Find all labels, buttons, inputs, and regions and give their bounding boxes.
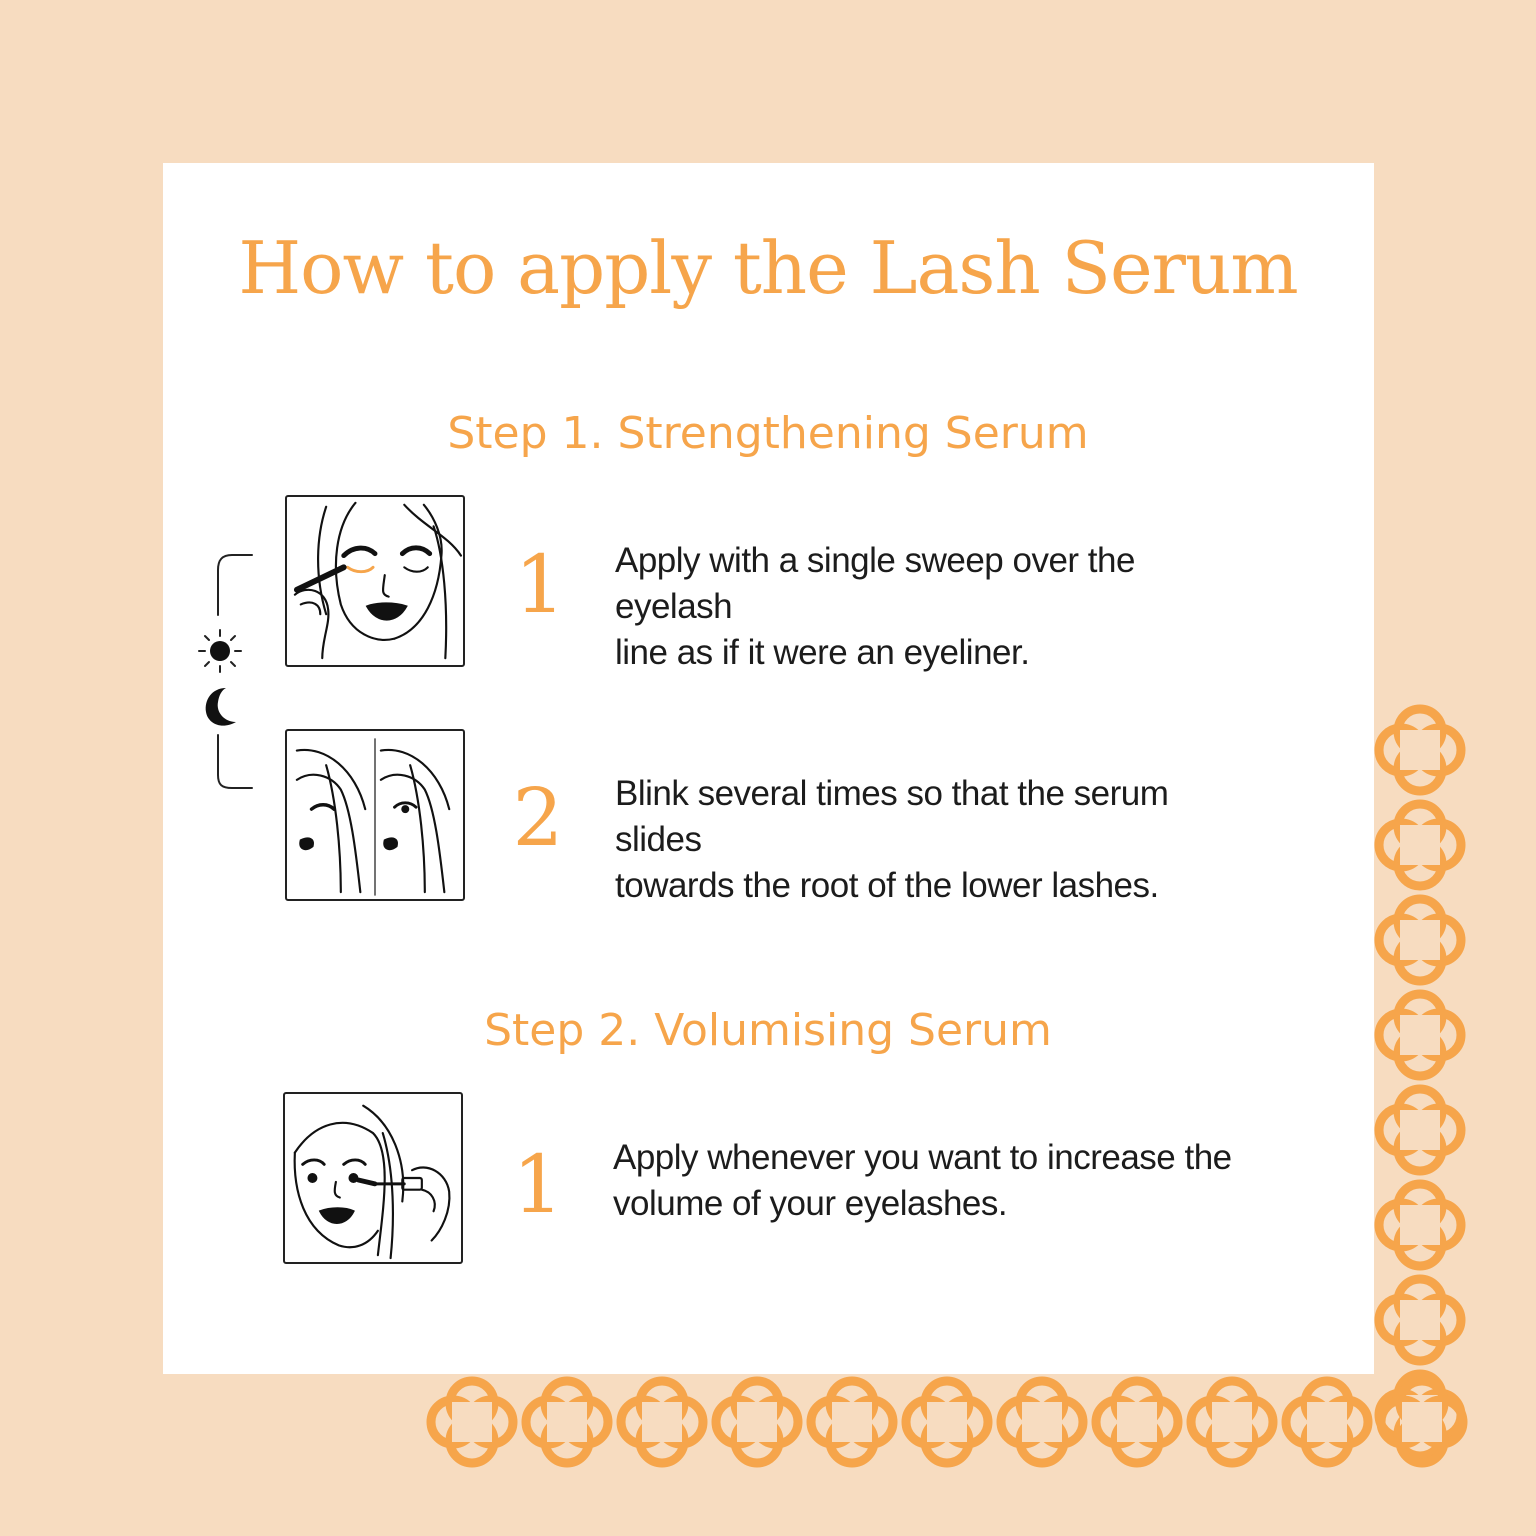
moon-icon (205, 688, 236, 726)
step-1-item-1-text: Apply with a single sweep over the eyela… (615, 541, 1135, 672)
sun-icon (198, 629, 242, 673)
quatrefoil-shape (616, 1376, 708, 1468)
quatrefoil-shape (1374, 799, 1466, 891)
quatrefoil-shape (901, 1376, 993, 1468)
quatrefoil-shape (1374, 894, 1466, 986)
quatrefoil-shape (1186, 1376, 1278, 1468)
step-1-item-2-text: Blink several times so that the serum sl… (615, 774, 1169, 905)
step-2-item-1-text: Apply whenever you want to increase the … (613, 1138, 1232, 1223)
step-1-heading: Step 1. Strengthening Serum (447, 408, 1089, 459)
quatrefoil-shape (1374, 1084, 1466, 1176)
blinking-illustration (285, 729, 465, 901)
step-1-item-1-number: 1 (514, 538, 566, 631)
quatrefoil-shape (1374, 1274, 1466, 1366)
quatrefoil-shape (711, 1376, 803, 1468)
quatrefoil-shape (1374, 704, 1466, 796)
day-night-bracket (198, 554, 253, 789)
page-title: How to apply the Lash Serum (238, 226, 1298, 310)
quatrefoil-shape (1374, 1369, 1466, 1461)
quatrefoil-shape (806, 1376, 898, 1468)
step-2-item-1-number: 1 (512, 1138, 564, 1231)
quatrefoil-shape (1091, 1376, 1183, 1468)
quatrefoil-shape (1376, 1376, 1468, 1468)
quatrefoil-shape (996, 1376, 1088, 1468)
quatrefoil-shape (426, 1376, 518, 1468)
step-1-item-2-number: 2 (512, 771, 564, 864)
quatrefoil-shape (521, 1376, 613, 1468)
quatrefoil-shape (1281, 1376, 1373, 1468)
step-2-heading: Step 2. Volumising Serum (484, 1005, 1052, 1056)
quatrefoil-shape (1374, 1179, 1466, 1271)
apply-eyeliner-illustration (285, 495, 465, 667)
apply-volumising-illustration (283, 1092, 463, 1264)
